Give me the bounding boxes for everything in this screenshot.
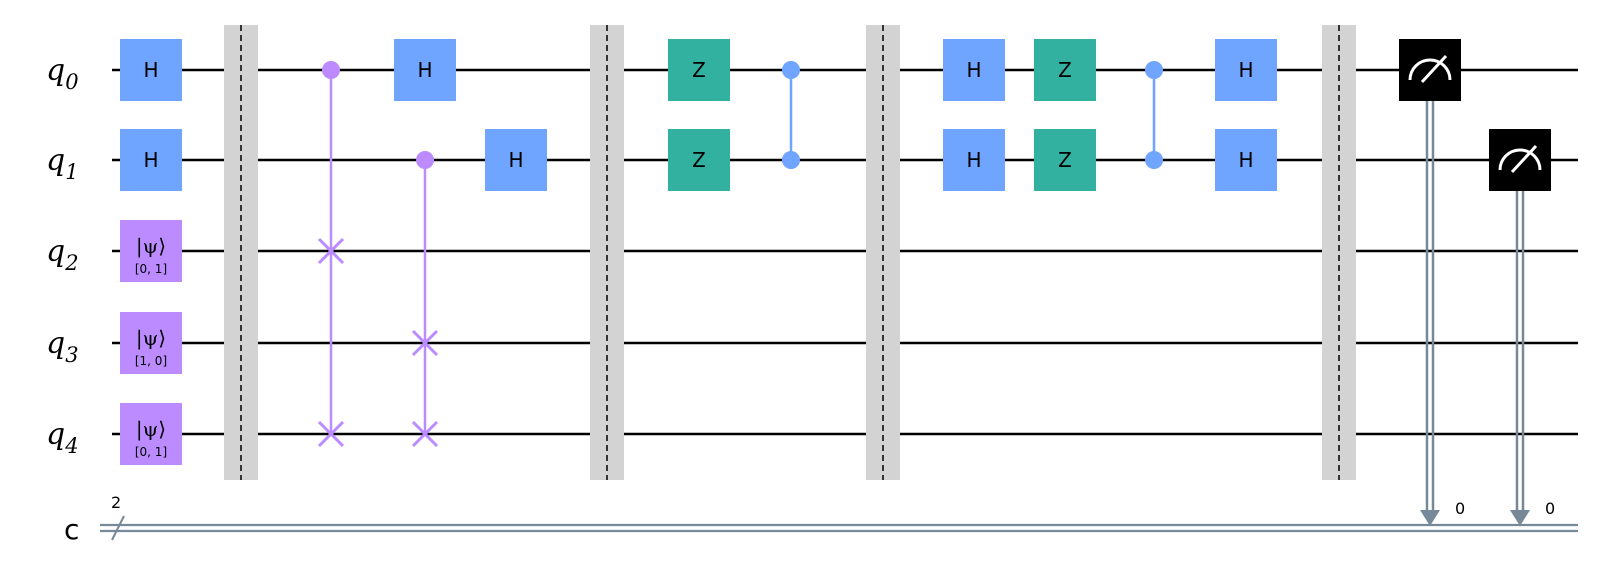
classical-bus-slash <box>111 515 125 541</box>
measure-arrowhead <box>1420 510 1440 526</box>
z-gate-label: Z <box>692 148 706 172</box>
h-gate <box>485 129 547 191</box>
initialize-gate-params: [0, 1] <box>135 445 167 459</box>
h-gate <box>394 39 456 101</box>
swap-cross <box>317 420 345 448</box>
qubit-label-index: 0 <box>65 70 78 94</box>
barrier <box>1322 25 1356 480</box>
h-gate-label: H <box>966 58 981 82</box>
wires-layer <box>100 68 1578 541</box>
meter-icon <box>1498 148 1542 171</box>
initialize-gate-label: |ψ⟩ <box>136 326 166 351</box>
z-gate <box>668 129 730 191</box>
qubit-label: q1 <box>46 143 79 184</box>
classical-register-size: 2 <box>111 493 121 512</box>
swap-cross <box>411 329 439 357</box>
swap-cross <box>411 420 439 448</box>
register-labels: q0 q1 q2 q3 q4 c 2 <box>46 53 121 546</box>
h-gate <box>1215 129 1277 191</box>
z-gate-label: Z <box>1058 148 1072 172</box>
z-gate <box>1034 129 1096 191</box>
initialize-gate <box>120 220 182 282</box>
initialize-gate-label: |ψ⟩ <box>136 234 166 259</box>
measure-cbit-index: 0 <box>1545 499 1555 518</box>
h-gate-label: H <box>417 58 432 82</box>
qubit-label: q4 <box>46 417 79 458</box>
cswap-control-dot <box>416 151 434 169</box>
connectors-layer <box>329 70 1530 526</box>
barrier <box>224 25 258 480</box>
cz-dot <box>1145 61 1163 79</box>
z-gate <box>1034 39 1096 101</box>
meter-needle-icon <box>1510 144 1538 174</box>
h-gate-label: H <box>1238 58 1253 82</box>
qubit-label-index: 2 <box>64 251 78 275</box>
qubit-label: q0 <box>46 53 79 94</box>
qubit-label-index: 4 <box>64 434 78 458</box>
z-gate <box>668 39 730 101</box>
swap-cross <box>317 237 345 265</box>
gates-layer: |ψ⟩ [0, 1] |ψ⟩ [1, 0] |ψ⟩ [0, 1] H H H H Z Z H H Z Z H H 0… <box>120 25 1555 518</box>
h-gate <box>120 129 182 191</box>
z-gate-label: Z <box>692 58 706 82</box>
z-gate-label: Z <box>1058 58 1072 82</box>
h-gate-label: H <box>1238 148 1253 172</box>
barrier <box>866 25 900 480</box>
qubit-label: q3 <box>46 326 79 367</box>
measure-arrowhead <box>1510 510 1530 526</box>
initialize-gate-params: [1, 0] <box>135 354 167 368</box>
cz-dot <box>782 151 800 169</box>
meter-needle-icon <box>1420 54 1448 84</box>
h-gate-label: H <box>143 148 158 172</box>
barrier <box>590 25 624 480</box>
h-gate-label: H <box>508 148 523 172</box>
qubit-label-index: 1 <box>65 160 78 184</box>
measure-gate <box>1399 39 1461 101</box>
cz-dot <box>782 61 800 79</box>
classical-register-label: c <box>64 513 79 546</box>
qubit-label-index: 3 <box>65 343 78 367</box>
initialize-gate <box>120 312 182 374</box>
qubit-label: q2 <box>46 234 79 275</box>
measure-cbit-index: 0 <box>1455 499 1465 518</box>
measure-gate <box>1489 129 1551 191</box>
h-gate-label: H <box>966 148 981 172</box>
h-gate <box>943 129 1005 191</box>
initialize-gate <box>120 403 182 465</box>
h-gate <box>120 39 182 101</box>
initialize-gate-label: |ψ⟩ <box>136 417 166 442</box>
h-gate-label: H <box>143 58 158 82</box>
h-gate <box>943 39 1005 101</box>
cz-dot <box>1145 151 1163 169</box>
meter-icon <box>1408 58 1452 81</box>
cswap-control-dot <box>322 61 340 79</box>
initialize-gate-params: [0, 1] <box>135 262 167 276</box>
h-gate <box>1215 39 1277 101</box>
